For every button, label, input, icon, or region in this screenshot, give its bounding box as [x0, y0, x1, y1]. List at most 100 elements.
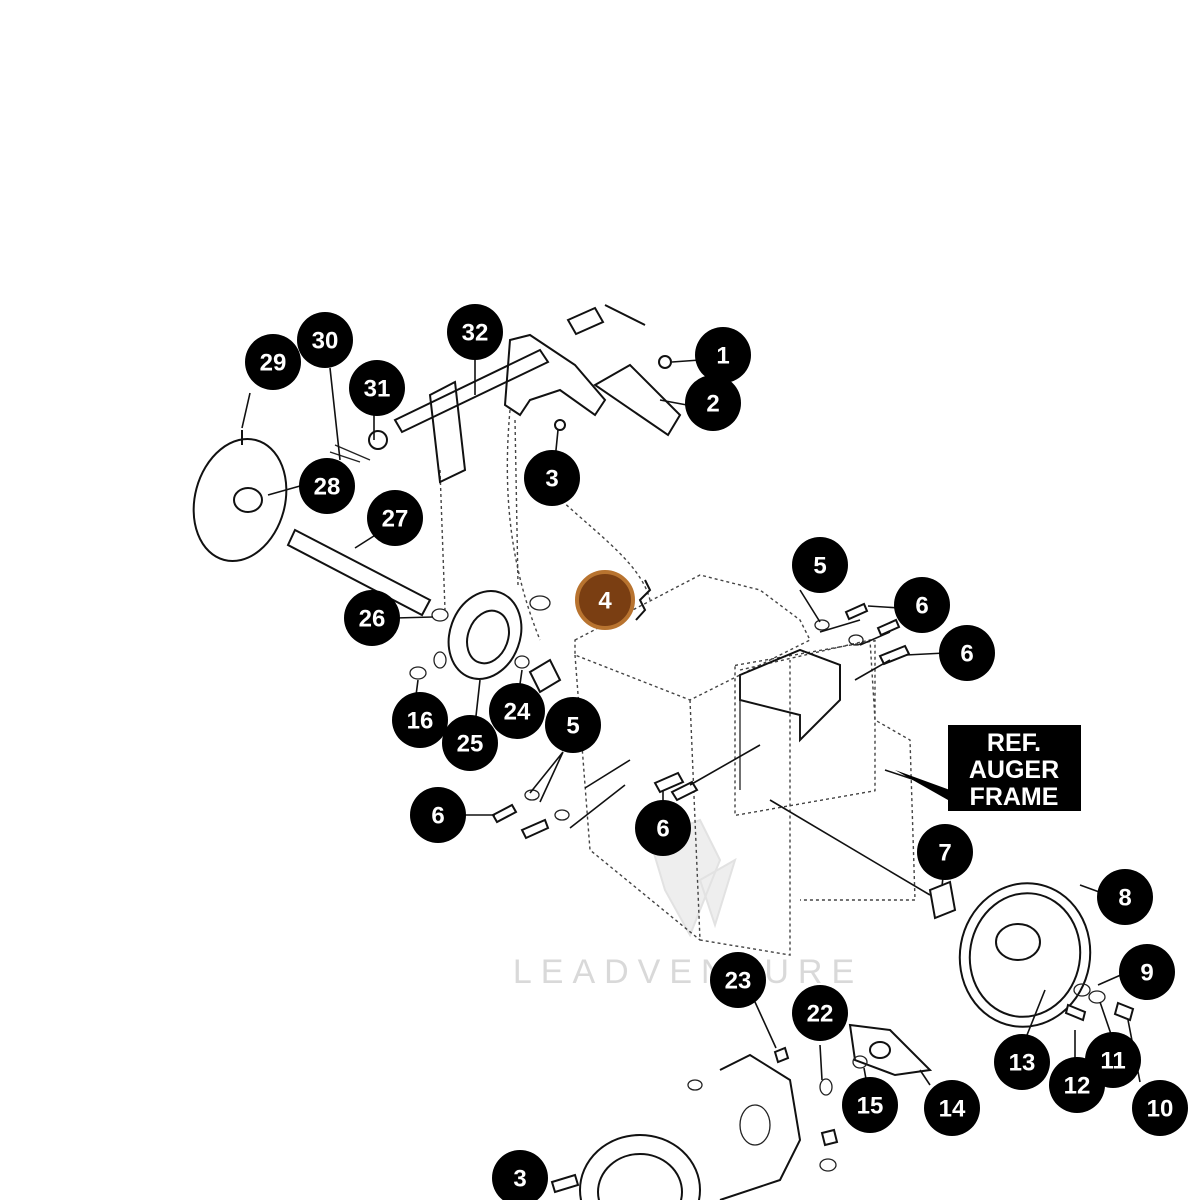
ref-label-line3: FRAME [970, 783, 1059, 811]
callout-circle [635, 800, 691, 856]
callout-number: 6 [656, 816, 669, 843]
callout-9: 9 [1119, 944, 1175, 1000]
ref-label-line2: AUGER [969, 756, 1059, 784]
callout-circle [994, 1034, 1050, 1090]
callout-16: 16 [392, 692, 448, 748]
callout-number: 13 [1009, 1050, 1036, 1077]
callout-24: 24 [489, 683, 545, 739]
callout-number: 22 [807, 1001, 834, 1028]
callout-number: 6 [431, 803, 444, 830]
callout-circle [1049, 1057, 1105, 1113]
callout-number: 2 [706, 391, 719, 418]
callout-32: 32 [447, 304, 503, 360]
callout-circle [344, 590, 400, 646]
callout-25: 25 [442, 715, 498, 771]
callout-28: 28 [299, 458, 355, 514]
callout-circle [392, 692, 448, 748]
callout-circle [297, 312, 353, 368]
callout-number: 6 [915, 593, 928, 620]
clutch-25-assembly [409, 590, 562, 694]
bottom-housing [550, 1023, 933, 1200]
callout-number: 31 [364, 376, 391, 403]
callout-number: 12 [1064, 1073, 1091, 1100]
callout-number: 23 [725, 968, 752, 995]
callout-circle [917, 824, 973, 880]
callout-circle [545, 697, 601, 753]
callout-circle [695, 327, 751, 383]
callout-circle [349, 360, 405, 416]
callout-circle [367, 490, 423, 546]
callout-number: 8 [1118, 885, 1131, 912]
callout-number: 3 [513, 1166, 526, 1193]
callout-6: 6 [635, 800, 691, 856]
callout-number: 3 [545, 466, 558, 493]
pulley-8-assembly [769, 799, 1135, 1028]
callout-10: 10 [1132, 1080, 1188, 1136]
callout-15: 15 [842, 1077, 898, 1133]
spring-4 [635, 579, 652, 621]
callout-23: 23 [710, 952, 766, 1008]
callout-8: 8 [1097, 869, 1153, 925]
callout-30: 30 [297, 312, 353, 368]
callout-number: 16 [407, 708, 434, 735]
hardware [491, 602, 911, 840]
callout-circle [1132, 1080, 1188, 1136]
callout-1: 1 [695, 327, 751, 383]
callout-circle [442, 715, 498, 771]
callout-circle [245, 334, 301, 390]
callout-circle [710, 952, 766, 1008]
callout-circle [1097, 869, 1153, 925]
belt-cover-bracket [739, 648, 841, 790]
callout-circle [489, 683, 545, 739]
callout-circle [842, 1077, 898, 1133]
callout-circle [299, 458, 355, 514]
callout-number: 26 [359, 606, 386, 633]
callout-29: 29 [245, 334, 301, 390]
callout-circle [524, 450, 580, 506]
callout-5: 5 [792, 537, 848, 593]
callout-3: 3 [492, 1150, 548, 1200]
callout-circle [792, 985, 848, 1041]
callout-number: 6 [960, 641, 973, 668]
callout-number: 11 [1100, 1048, 1125, 1075]
callout-14: 14 [924, 1080, 980, 1136]
callout-22: 22 [792, 985, 848, 1041]
callout-circle [685, 375, 741, 431]
callout-27: 27 [367, 490, 423, 546]
ref-label-line1: REF. [987, 729, 1041, 757]
callout-number: 27 [382, 506, 409, 533]
callout-number: 7 [938, 840, 951, 867]
callout-12: 12 [1049, 1057, 1105, 1113]
callout-6: 6 [939, 625, 995, 681]
watermark: LEADVENTURE [513, 818, 863, 991]
callout-circle [924, 1080, 980, 1136]
callout-number: 4 [598, 588, 612, 615]
callout-circle [1119, 944, 1175, 1000]
callout-circle [447, 304, 503, 360]
callout-26: 26 [344, 590, 400, 646]
watermark-text: LEADVENTURE [513, 953, 863, 991]
callout-7: 7 [917, 824, 973, 880]
callout-31: 31 [349, 360, 405, 416]
reference-label-auger-frame: REF. AUGER FRAME [895, 725, 1081, 811]
callout-circle [410, 787, 466, 843]
callout-number: 1 [716, 343, 729, 370]
callout-number: 15 [857, 1093, 884, 1120]
callout-number: 10 [1147, 1096, 1174, 1123]
callout-number: 9 [1140, 960, 1153, 987]
callout-number: 28 [314, 474, 341, 501]
callout-circle [792, 537, 848, 593]
callout-13: 13 [994, 1034, 1050, 1090]
callout-number: 30 [312, 328, 339, 355]
callout-circle [492, 1150, 548, 1200]
callout-5: 5 [545, 697, 601, 753]
callout-6: 6 [894, 577, 950, 633]
callout-circle [939, 625, 995, 681]
callout-number: 5 [813, 553, 826, 580]
callout-3: 3 [524, 450, 580, 506]
callout-number: 5 [566, 713, 579, 740]
callout-number: 14 [939, 1096, 966, 1123]
callout-number: 32 [462, 320, 489, 347]
